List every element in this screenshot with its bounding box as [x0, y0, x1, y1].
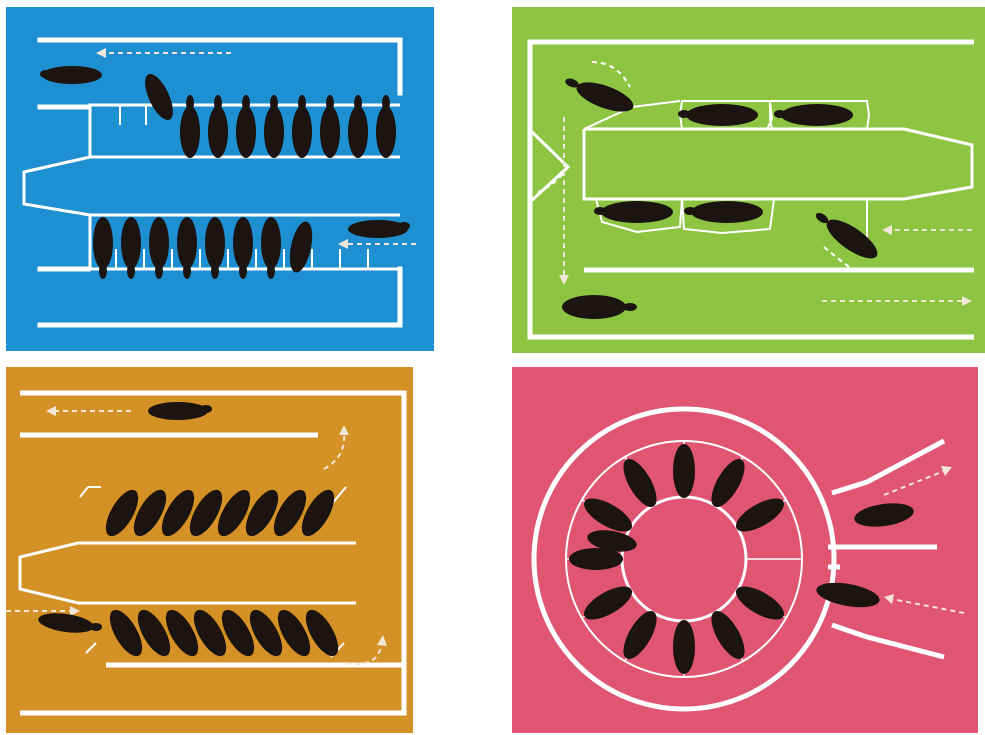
stall-dividers	[115, 105, 369, 269]
tandem-parlor-panel	[512, 7, 985, 353]
flow-arrows	[883, 466, 965, 614]
operator-pit	[18, 541, 356, 605]
cows-top-row	[105, 402, 335, 537]
gate-arcs	[537, 61, 853, 270]
flow-arrows	[559, 117, 972, 306]
cows-bottom-row	[93, 217, 410, 279]
herringbone-parlor-panel	[6, 7, 434, 351]
rotary-parlor-panel	[512, 367, 978, 733]
outer-walls	[37, 37, 403, 328]
entry-exit-lanes	[828, 438, 946, 660]
outer-walls	[20, 390, 407, 716]
exit-arrow	[96, 48, 231, 58]
entry-arrow	[338, 239, 416, 249]
cows-top-row	[40, 66, 396, 158]
outer-walls	[527, 39, 974, 340]
panel-background	[6, 367, 413, 733]
cows-bottom-row	[38, 609, 339, 657]
flow-arrows	[6, 406, 387, 665]
panel-background	[6, 7, 434, 351]
rotary-cows	[569, 444, 914, 674]
cows	[562, 78, 878, 319]
herringbone-angled-panel	[6, 367, 413, 733]
